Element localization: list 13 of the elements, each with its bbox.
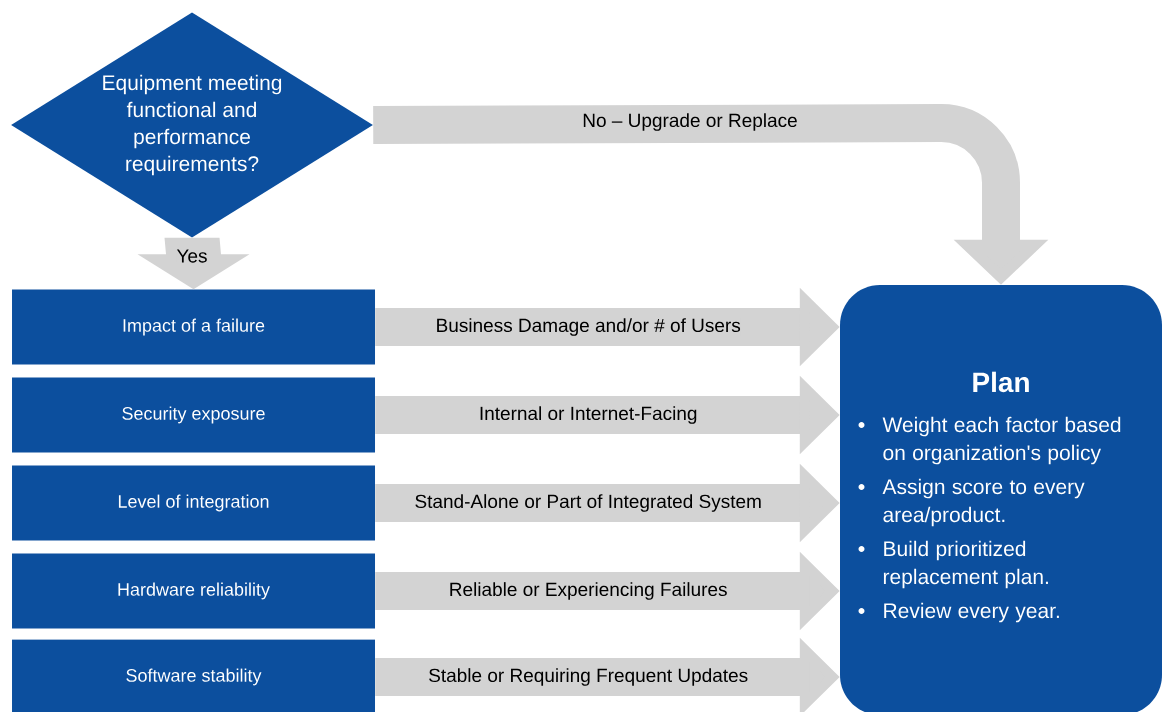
edge-label: Stand-Alone or Part of Integrated System (414, 494, 762, 512)
edge-label: Yes (176, 249, 208, 263)
factor-box: Security exposure (12, 377, 375, 453)
edge-label: Reliable or Experiencing Failures (448, 582, 728, 600)
factor-box: Level of integration (12, 465, 375, 541)
edge-label: No – Upgrade or Replace (582, 113, 798, 131)
edge-label: Internal or Internet-Facing (478, 406, 698, 424)
edge-label: Business Damage and/or # of Users (435, 318, 741, 336)
factor-box: Impact of a failure (12, 289, 375, 365)
factor-box: Software stability (12, 639, 375, 712)
edge-label: Stable or Requiring Frequent Updates (428, 668, 749, 686)
plan-box: Plan Weight each factor based on organization's policy Assign score to every area/product. Build prioritized replacement plan. Review every year. (840, 285, 1162, 712)
factor-box: Hardware reliability (12, 553, 375, 629)
